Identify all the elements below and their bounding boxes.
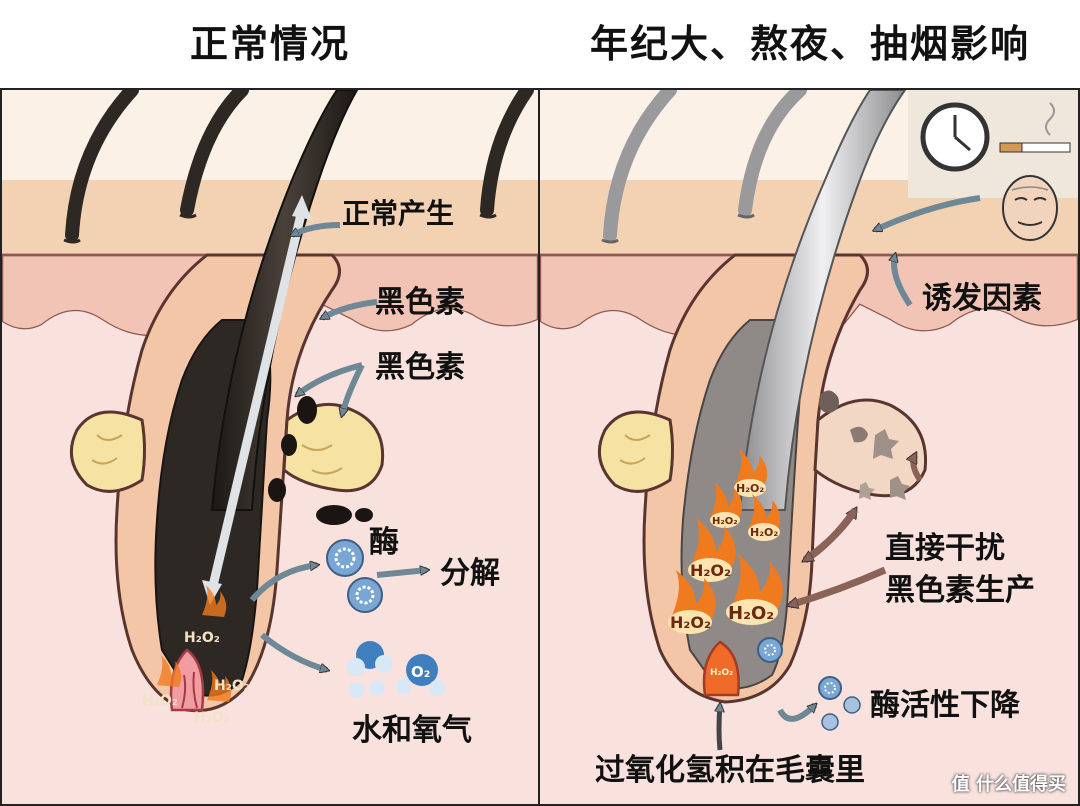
sebaceous-gland-right [813,398,928,498]
melanin-granule [316,505,352,525]
normal-follicle-diagram: H₂O₂ H₂O₂ H₂O₂ H₂O₂ O₂ 正常产生 黑色素 黑色素 [2,90,538,804]
svg-text:H₂O₂: H₂O₂ [736,482,764,495]
melanin-granule [268,478,286,502]
main-gray-hair-shaft [738,90,907,511]
trigger-arrow [894,255,913,307]
svg-text:H₂O₂: H₂O₂ [690,561,731,580]
h2o2-flame: H₂O₂ [194,670,232,726]
h2o2-fire-icon: H₂O₂ [710,482,743,528]
h2o2-label: H₂O₂ [214,678,250,694]
normal-condition-panel: H₂O₂ H₂O₂ H₂O₂ H₂O₂ O₂ 正常产生 黑色素 黑色素 [0,88,540,806]
h2o2-fire-icon: H₂O₂ [734,449,768,497]
label-normal-production: 正常产生 [342,197,454,230]
enzyme-icon [326,539,364,577]
side-hair-1 [65,90,139,242]
h2o2-fire-icon: H₂O₂ [748,494,781,541]
sebaceous-gland-left [597,410,674,493]
gray-side-hair-2 [738,90,807,217]
svg-text:H₂O₂: H₂O₂ [670,613,711,632]
label-enzyme-down: 酶活性下降 [870,688,1021,723]
svg-text:H₂O₂: H₂O₂ [728,603,774,624]
h2o2-flame: H₂O₂ [184,585,227,646]
disrupted-melanin [859,482,875,500]
enzyme-icon [821,713,839,731]
melanin-arrow-1 [322,299,378,321]
label-enzyme: 酶 [369,525,399,560]
papilla-h2o2-label: H₂O₂ [710,668,733,678]
melanin-granule [297,396,317,424]
svg-text:H₂O₂: H₂O₂ [184,630,220,646]
dermal-papilla-inflamed [702,640,740,697]
to-water-oxygen-arrow [260,632,327,670]
gray-side-hair-1 [603,90,677,242]
enzyme-icon [347,577,383,613]
label-interfere-1: 直接干扰 [885,531,1005,566]
svg-text:H₂O₂: H₂O₂ [750,526,778,539]
sebaceous-gland-right [282,402,385,493]
clock-icon [920,102,990,172]
right-panel-title: 年纪大、熬夜、抽烟影响 [589,22,1030,66]
svg-text:O₂: O₂ [411,663,430,681]
left-panel-title: 正常情况 [189,22,350,66]
label-melanin-2: 黑色素 [375,350,465,385]
interfere-arrow-3 [913,455,923,482]
trigger-to-hair-arrow [875,195,981,233]
side-hair-3 [480,90,534,217]
aging-condition-panel: H₂O₂ H₂O₂ H₂O₂ H₂ [538,88,1080,806]
enzyme-icon [818,676,842,700]
aging-follicle-diagram: H₂O₂ H₂O₂ H₂O₂ H₂ [540,90,1078,804]
label-interfere-2: 黑色素生产 [885,573,1035,608]
sebaceous-gland-left [69,410,146,493]
oxygen-molecule-icon: O₂ [396,654,445,696]
h2o2-fire-icon: H₂O₂ [688,518,736,582]
decompose-arrow [376,570,427,578]
enzyme-icon [843,696,861,714]
h2o2-fire-icon: H₂O₂ [668,570,716,634]
svg-text:H₂O₂: H₂O₂ [194,710,230,726]
disrupted-melanin [850,426,868,443]
svg-text:H₂O₂: H₂O₂ [712,516,738,527]
melanin-granule [355,508,373,522]
label-decompose: 分解 [440,556,500,591]
cigarette-icon [999,102,1071,153]
interfere-arrow-2 [790,566,887,605]
melanin-granule [281,434,297,456]
melanin-arrow-2 [297,362,363,395]
svg-text:H₂O₂: H₂O₂ [142,693,178,709]
enzyme-down-arrow [777,705,815,722]
to-enzyme-arrow [249,565,317,602]
elderly-face-icon [1002,175,1058,241]
water-molecule-icon [347,641,393,676]
label-triggers: 诱发因素 [922,281,1042,316]
melanin-arrow-3 [342,363,365,415]
disrupted-melanin [890,476,910,500]
interfere-arrow-1-back [805,507,858,564]
label-melanin-1: 黑色素 [375,285,465,320]
disrupted-melanin [873,429,899,459]
accumulate-arrow [719,705,720,751]
side-hair-2 [180,90,249,217]
enzyme-icon [757,637,783,663]
label-accumulate: 过氧化氢积在毛囊里 [595,753,865,788]
disrupted-melanin [819,390,839,413]
h2o2-fire-icon: H₂O₂ [726,554,783,625]
label-water-oxygen: 水和氧气 [352,713,472,748]
watermark: 值 什么值得买 [951,774,1066,795]
growth-arrow [207,208,307,592]
h2o2-flame: H₂O₂ [142,655,182,709]
normal-production-arrow [292,222,341,238]
